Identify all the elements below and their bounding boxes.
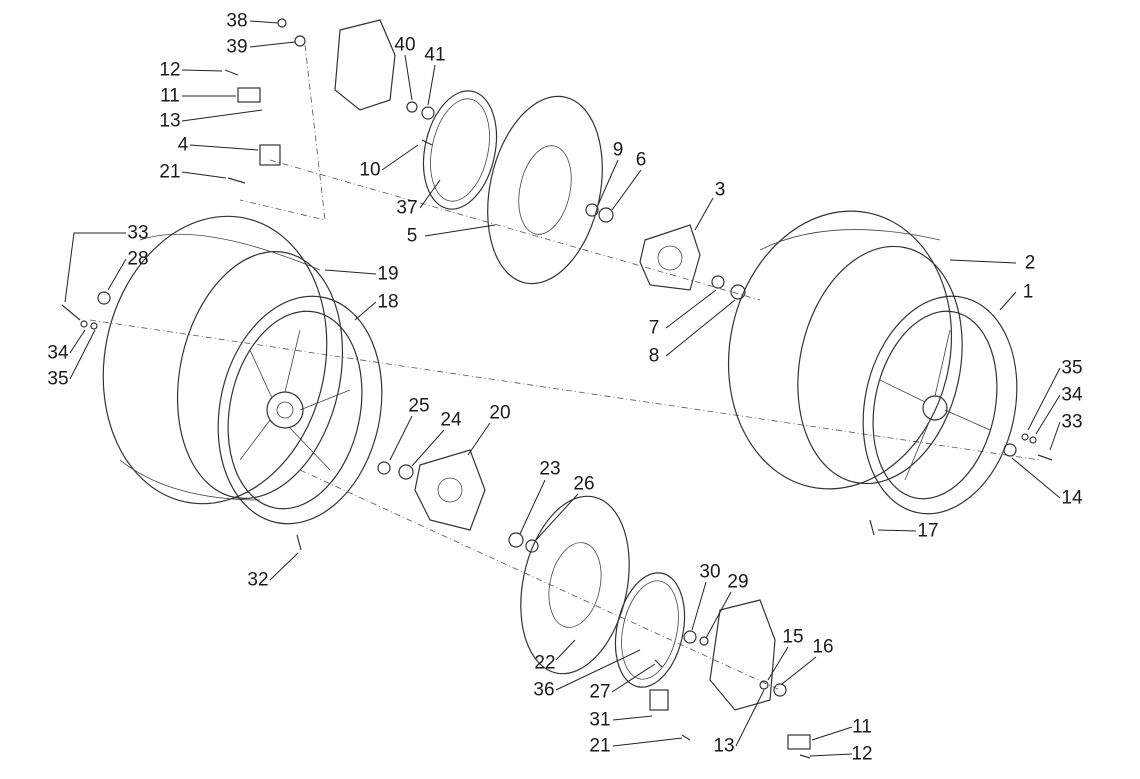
callout-label-41: 41 bbox=[424, 44, 446, 66]
callout-label-39: 39 bbox=[226, 36, 248, 58]
callout-label-27: 27 bbox=[589, 681, 611, 703]
hubs bbox=[414, 224, 701, 531]
callout-label-34: 34 bbox=[1061, 384, 1083, 406]
callout-label-11: 11 bbox=[852, 716, 872, 738]
callout-label-34: 34 bbox=[47, 342, 69, 364]
right-rim bbox=[862, 295, 1018, 515]
axis-lines bbox=[89, 44, 1041, 691]
callout-label-21: 21 bbox=[159, 161, 181, 183]
callout-label-7: 7 bbox=[648, 317, 660, 339]
callout-label-14: 14 bbox=[1061, 487, 1083, 509]
callout-label-11: 11 bbox=[160, 85, 180, 107]
callout-label-1: 1 bbox=[1022, 281, 1034, 303]
callout-label-4: 4 bbox=[177, 134, 189, 156]
callout-label-16: 16 bbox=[812, 636, 834, 658]
calipers bbox=[259, 19, 776, 711]
callout-label-35: 35 bbox=[47, 368, 69, 390]
callout-label-8: 8 bbox=[648, 345, 660, 367]
left-rim bbox=[217, 295, 383, 525]
callout-label-38: 38 bbox=[226, 10, 248, 32]
callout-label-26: 26 bbox=[573, 473, 595, 495]
callout-label-19: 19 bbox=[377, 263, 399, 285]
callout-label-2: 2 bbox=[1024, 252, 1036, 274]
callout-label-33: 33 bbox=[127, 222, 149, 244]
callout-label-30: 30 bbox=[699, 561, 721, 583]
callout-label-12: 12 bbox=[851, 743, 873, 765]
callout-label-37: 37 bbox=[396, 197, 418, 219]
callout-label-23: 23 bbox=[539, 458, 561, 480]
callout-label-6: 6 bbox=[635, 149, 647, 171]
callout-label-31: 31 bbox=[589, 709, 611, 731]
right-tire bbox=[727, 210, 963, 490]
left-tire bbox=[102, 215, 344, 505]
lower-brake-disc bbox=[520, 495, 686, 688]
callout-label-12: 12 bbox=[159, 59, 181, 81]
callout-label-29: 29 bbox=[727, 571, 749, 593]
callout-label-15: 15 bbox=[782, 626, 804, 648]
callout-label-13: 13 bbox=[713, 735, 735, 757]
callout-label-33: 33 bbox=[1061, 411, 1083, 433]
callout-label-21: 21 bbox=[589, 735, 611, 757]
callout-label-9: 9 bbox=[612, 139, 624, 161]
callout-label-17: 17 bbox=[917, 520, 939, 542]
callout-label-18: 18 bbox=[377, 291, 399, 313]
callout-label-32: 32 bbox=[247, 569, 269, 591]
callout-label-13: 13 bbox=[159, 110, 181, 132]
callout-label-24: 24 bbox=[440, 409, 462, 431]
callout-label-35: 35 bbox=[1061, 357, 1083, 379]
callout-label-36: 36 bbox=[533, 679, 555, 701]
callout-label-10: 10 bbox=[359, 159, 381, 181]
leader-lines bbox=[64, 20, 1061, 757]
small-parts bbox=[61, 18, 1053, 759]
callout-label-25: 25 bbox=[408, 395, 430, 417]
callout-label-20: 20 bbox=[489, 402, 511, 424]
callout-label-40: 40 bbox=[394, 34, 416, 56]
callout-label-22: 22 bbox=[534, 652, 556, 674]
callout-label-5: 5 bbox=[406, 225, 418, 247]
upper-brake-disc bbox=[422, 90, 603, 285]
callout-label-3: 3 bbox=[714, 179, 726, 201]
callout-label-28: 28 bbox=[127, 248, 149, 270]
